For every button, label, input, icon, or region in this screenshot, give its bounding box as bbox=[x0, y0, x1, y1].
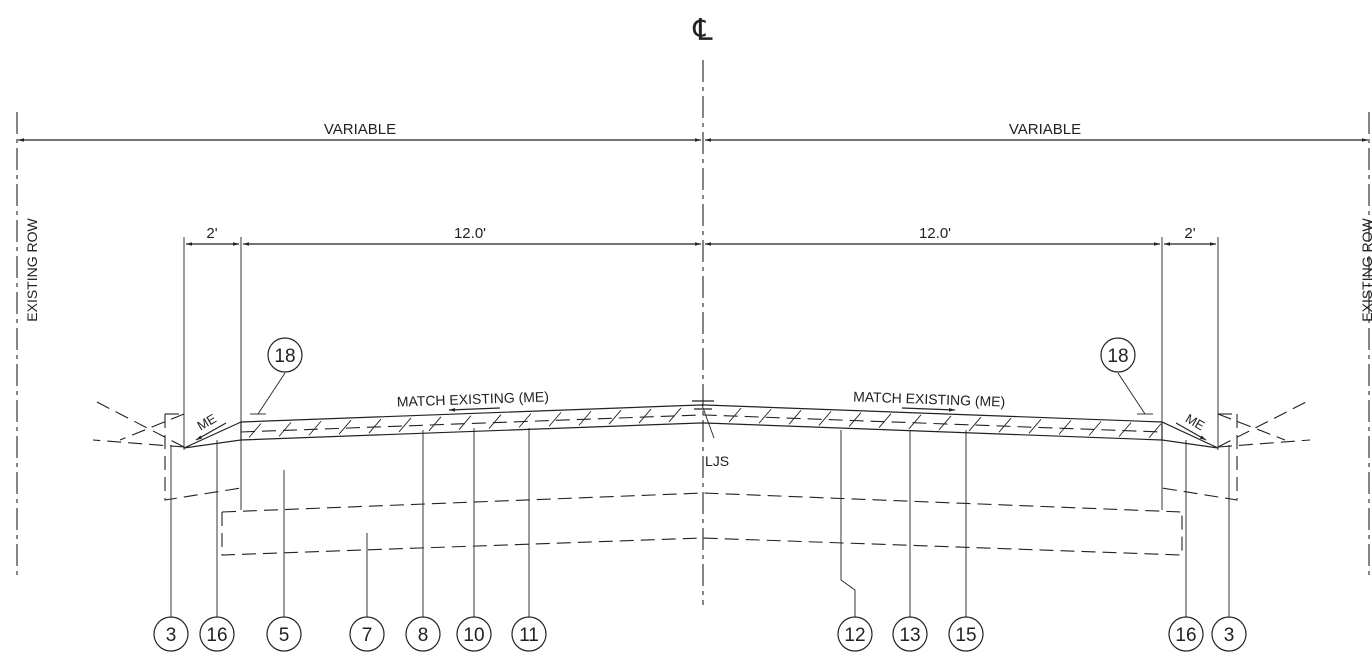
hatch-line bbox=[968, 416, 982, 432]
callout-bubble-7 bbox=[349, 616, 385, 652]
callout-label: 8 bbox=[418, 625, 429, 646]
hatch-line bbox=[278, 422, 292, 437]
hatch-line bbox=[608, 409, 622, 425]
hatch-line bbox=[308, 420, 322, 436]
hatch-line bbox=[1148, 423, 1162, 439]
hatch-line bbox=[788, 410, 802, 425]
hatch-line bbox=[668, 407, 682, 423]
hatch-line bbox=[1118, 422, 1132, 437]
hatch-line bbox=[848, 412, 862, 427]
hatch-line bbox=[248, 423, 262, 438]
callout-18-right bbox=[1100, 337, 1136, 373]
hatch-line bbox=[938, 415, 952, 431]
callout-label: 16 bbox=[1175, 625, 1196, 646]
hatch-line bbox=[428, 416, 442, 432]
callout-bubble-8 bbox=[405, 616, 441, 652]
pavement-top bbox=[240, 404, 1163, 423]
hatch-line bbox=[908, 414, 922, 430]
me-label-left: ME bbox=[195, 411, 220, 434]
callout-label: 3 bbox=[166, 625, 177, 646]
hatch-line bbox=[548, 412, 562, 427]
pavement-hatch bbox=[248, 407, 1162, 439]
hatch-line bbox=[488, 414, 502, 429]
base-left-box bbox=[164, 414, 242, 501]
callout-label: 12 bbox=[844, 625, 865, 646]
hatch-line bbox=[578, 410, 592, 426]
svg-text:18: 18 bbox=[274, 346, 295, 367]
ljs-label: LJS bbox=[705, 453, 729, 469]
hatch-line bbox=[728, 407, 742, 423]
hatch-line bbox=[1028, 418, 1042, 434]
callout-bubble-3 bbox=[153, 616, 189, 652]
callout-18-left bbox=[267, 337, 303, 373]
dim-shoulder-right-label: 2' bbox=[1184, 225, 1195, 242]
hatch-line bbox=[338, 419, 352, 435]
me-label-right: ME bbox=[1183, 411, 1208, 434]
hatch-line bbox=[638, 408, 652, 424]
hatch-line bbox=[818, 411, 832, 426]
callout-bubble-10 bbox=[456, 616, 492, 652]
centerline-symbol: ℄ bbox=[692, 14, 713, 47]
hatch-line bbox=[398, 417, 412, 433]
callout-label: 3 bbox=[1224, 625, 1235, 646]
variable-label-right: VARIABLE bbox=[1009, 121, 1081, 138]
hatch-line bbox=[758, 408, 772, 424]
callout-bubble-16 bbox=[199, 616, 235, 652]
callout-bubble-13 bbox=[892, 616, 928, 652]
hatch-line bbox=[1088, 421, 1102, 436]
callout-bubble-12 bbox=[837, 616, 873, 652]
base-layer-top bbox=[221, 492, 1183, 513]
pavement-bottom bbox=[240, 422, 1163, 441]
existing-row-label-left: EXISTING ROW bbox=[24, 217, 40, 321]
hatch-line bbox=[1058, 420, 1072, 435]
match-existing-right: MATCH EXISTING (ME) bbox=[853, 388, 1006, 409]
callout-label: 16 bbox=[206, 625, 227, 646]
existing-row-label-right: EXISTING ROW bbox=[1359, 217, 1372, 321]
dim-lane-right-label: 12.0' bbox=[919, 225, 951, 242]
match-existing-left: MATCH EXISTING (ME) bbox=[396, 388, 549, 409]
callout-bubble-11 bbox=[511, 616, 547, 652]
callout-bubble-16 bbox=[1168, 616, 1204, 652]
hatch-line bbox=[368, 418, 382, 434]
pavement-section bbox=[183, 400, 1219, 449]
callout-bubble-3 bbox=[1211, 616, 1247, 652]
hatch-line bbox=[998, 417, 1012, 433]
callout-label: 7 bbox=[362, 625, 373, 646]
callout-label: 11 bbox=[519, 625, 539, 646]
svg-text:18: 18 bbox=[1107, 346, 1128, 367]
dim-shoulder-left-label: 2' bbox=[206, 225, 217, 242]
callout-label: 13 bbox=[899, 625, 920, 646]
callout-label: 10 bbox=[463, 625, 484, 646]
dim-lane-left-label: 12.0' bbox=[454, 225, 486, 242]
callout-leader bbox=[840, 430, 856, 617]
subbase-layer bbox=[221, 512, 1183, 556]
variable-label-left: VARIABLE bbox=[324, 121, 396, 138]
hatch-line bbox=[878, 413, 892, 428]
base-right-box bbox=[1161, 414, 1238, 501]
shoulder-wedge-right bbox=[1161, 421, 1219, 449]
bottom-callouts: 3 16 5 7 8 10 11 12 13 15 16 3 bbox=[153, 428, 1247, 652]
callout-bubble-5 bbox=[266, 616, 302, 652]
hatch-line bbox=[518, 413, 532, 428]
callout-label: 15 bbox=[955, 625, 976, 646]
hatch-line bbox=[458, 415, 472, 430]
callout-bubble-15 bbox=[948, 616, 984, 652]
callout-label: 5 bbox=[279, 625, 290, 646]
